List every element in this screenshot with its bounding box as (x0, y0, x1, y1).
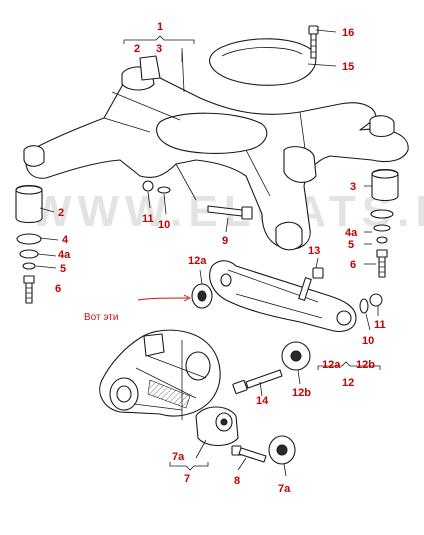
annotation-note: Вот эти (84, 312, 118, 323)
nut-washer-left (142, 180, 171, 194)
mounting-plate (208, 38, 317, 86)
callout-8: 8 (234, 475, 240, 487)
subframe (23, 55, 409, 251)
callout-4a-left: 4a (58, 249, 71, 261)
callout-16: 16 (342, 27, 354, 39)
callout-9: 9 (222, 235, 228, 247)
bolt-14 (232, 369, 283, 395)
callout-2: 2 (134, 43, 140, 55)
callout-11-left: 11 (142, 213, 154, 225)
callout-14: 14 (256, 395, 269, 407)
callout-7: 7 (184, 473, 190, 485)
callout-3-right: 3 (350, 181, 356, 193)
mount-bracket (195, 406, 239, 447)
bushing-7a-bottom (268, 435, 296, 465)
callout-6-right: 6 (350, 259, 356, 271)
callout-7a-left: 7a (172, 451, 185, 463)
callout-5-left: 5 (60, 263, 66, 275)
callout-13: 13 (308, 245, 320, 257)
callout-10-right: 10 (362, 335, 374, 347)
bolt-13 (298, 267, 324, 301)
callout-12b: 12b (292, 387, 311, 399)
callout-11-right: 11 (374, 319, 386, 331)
grouping-brackets (123, 35, 381, 471)
leader-lines (35, 29, 379, 477)
callout-12b-right: 12b (356, 359, 375, 371)
callout-3: 3 (156, 43, 162, 55)
bushing-12b (281, 341, 311, 371)
callout-6-left: 6 (55, 283, 61, 295)
callout-4a-right: 4a (345, 227, 358, 239)
callout-12: 12 (342, 377, 354, 389)
bolt-8 (231, 445, 267, 463)
callout-2-left: 2 (58, 207, 64, 219)
callout-15: 15 (342, 61, 354, 73)
nut-washer-right (359, 293, 383, 314)
callout-12a-top: 12a (188, 255, 207, 267)
callout-12a-right: 12a (322, 359, 341, 371)
callout-1: 1 (157, 21, 163, 33)
crossmember (209, 260, 357, 333)
callout-4-left: 4 (62, 234, 69, 246)
callout-labels: 1 2 3 16 15 3 2 4 4a 5 6 11 10 9 13 4a 5… (55, 21, 386, 495)
differential-housing (99, 329, 221, 417)
bushing-12a-top (191, 283, 213, 309)
left-bushing-stack (15, 184, 43, 304)
callout-5-right: 5 (348, 239, 354, 251)
bolt-9 (207, 205, 253, 220)
callout-7a-bottom: 7a (278, 483, 291, 495)
right-bushing-stack (370, 168, 399, 278)
callout-10-left: 10 (158, 219, 170, 231)
